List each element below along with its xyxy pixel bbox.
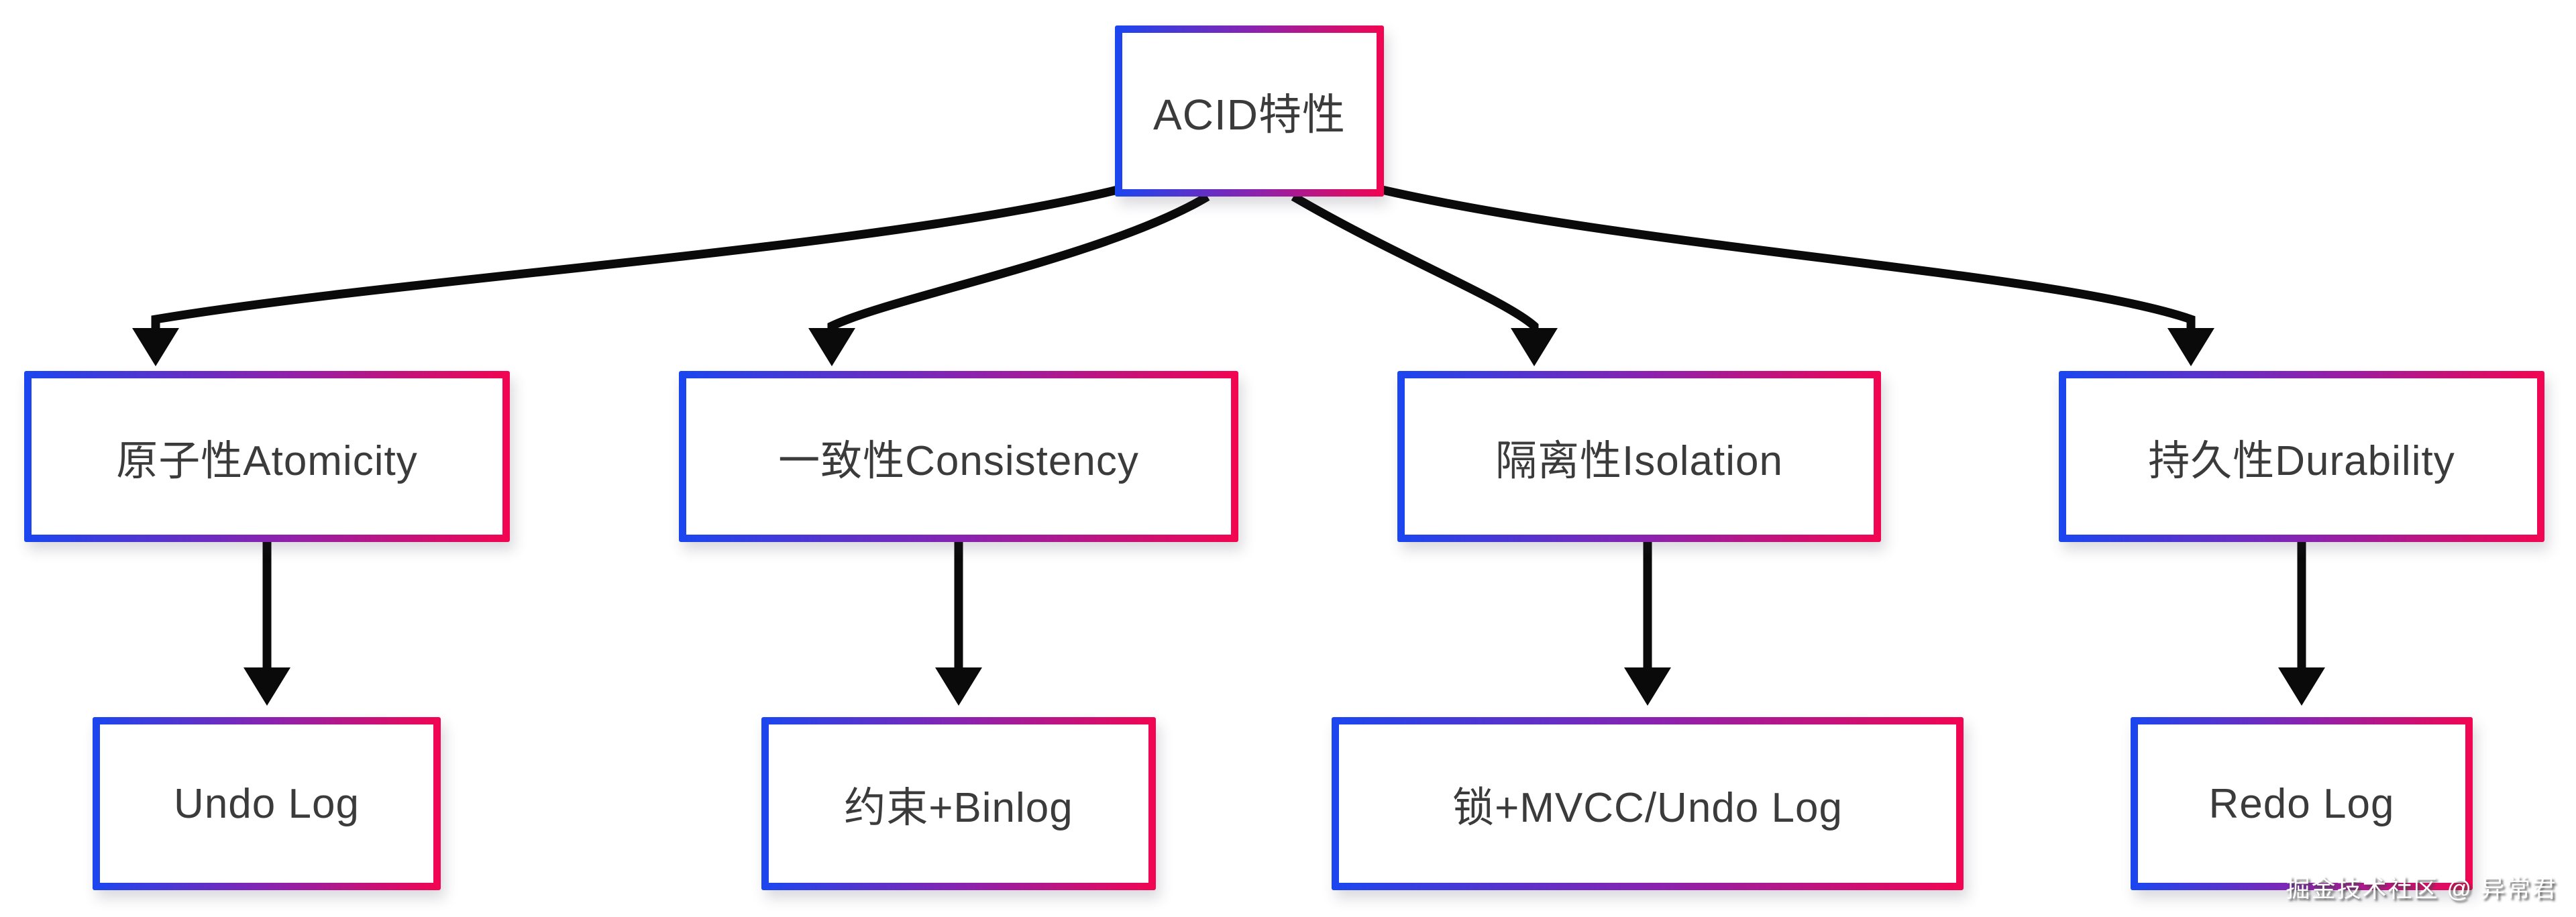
node-undo-log-label: Undo Log	[174, 780, 360, 827]
node-binlog: 约束+Binlog	[761, 717, 1156, 890]
node-atomicity-label: 原子性Atomicity	[116, 437, 418, 484]
edge-isolation-mvcc	[1624, 542, 1671, 706]
node-acid-root-label: ACID特性	[1153, 90, 1346, 139]
node-isolation: 隔离性Isolation	[1397, 371, 1881, 542]
node-atomicity: 原子性Atomicity	[24, 371, 510, 542]
node-binlog-label: 约束+Binlog	[844, 785, 1073, 831]
node-acid-root: ACID特性	[1115, 25, 1384, 197]
edge-durability-redolog	[2278, 542, 2325, 706]
edge-root-atomicity	[132, 184, 1122, 366]
edge-root-durability	[1378, 184, 2214, 366]
node-lock-mvcc-undo-log-label: 锁+MVCC/Undo Log	[1452, 785, 1843, 831]
node-redo-log: Redo Log	[2131, 717, 2473, 890]
watermark: 掘金技术社区 @ 异常君	[2286, 875, 2557, 902]
edge-root-isolation	[1291, 193, 1558, 366]
node-isolation-label: 隔离性Isolation	[1495, 437, 1783, 484]
node-redo-log-label: Redo Log	[2208, 780, 2395, 827]
node-undo-log: Undo Log	[93, 717, 441, 890]
node-consistency-label: 一致性Consistency	[778, 437, 1139, 484]
node-durability-label: 持久性Durability	[2148, 437, 2455, 484]
edge-consistency-binlog	[935, 542, 982, 706]
node-consistency: 一致性Consistency	[679, 371, 1238, 542]
edge-atomicity-undolog	[244, 542, 290, 706]
node-lock-mvcc-undo-log: 锁+MVCC/Undo Log	[1332, 717, 1964, 890]
node-durability: 持久性Durability	[2059, 371, 2544, 542]
edge-root-consistency	[808, 193, 1210, 366]
